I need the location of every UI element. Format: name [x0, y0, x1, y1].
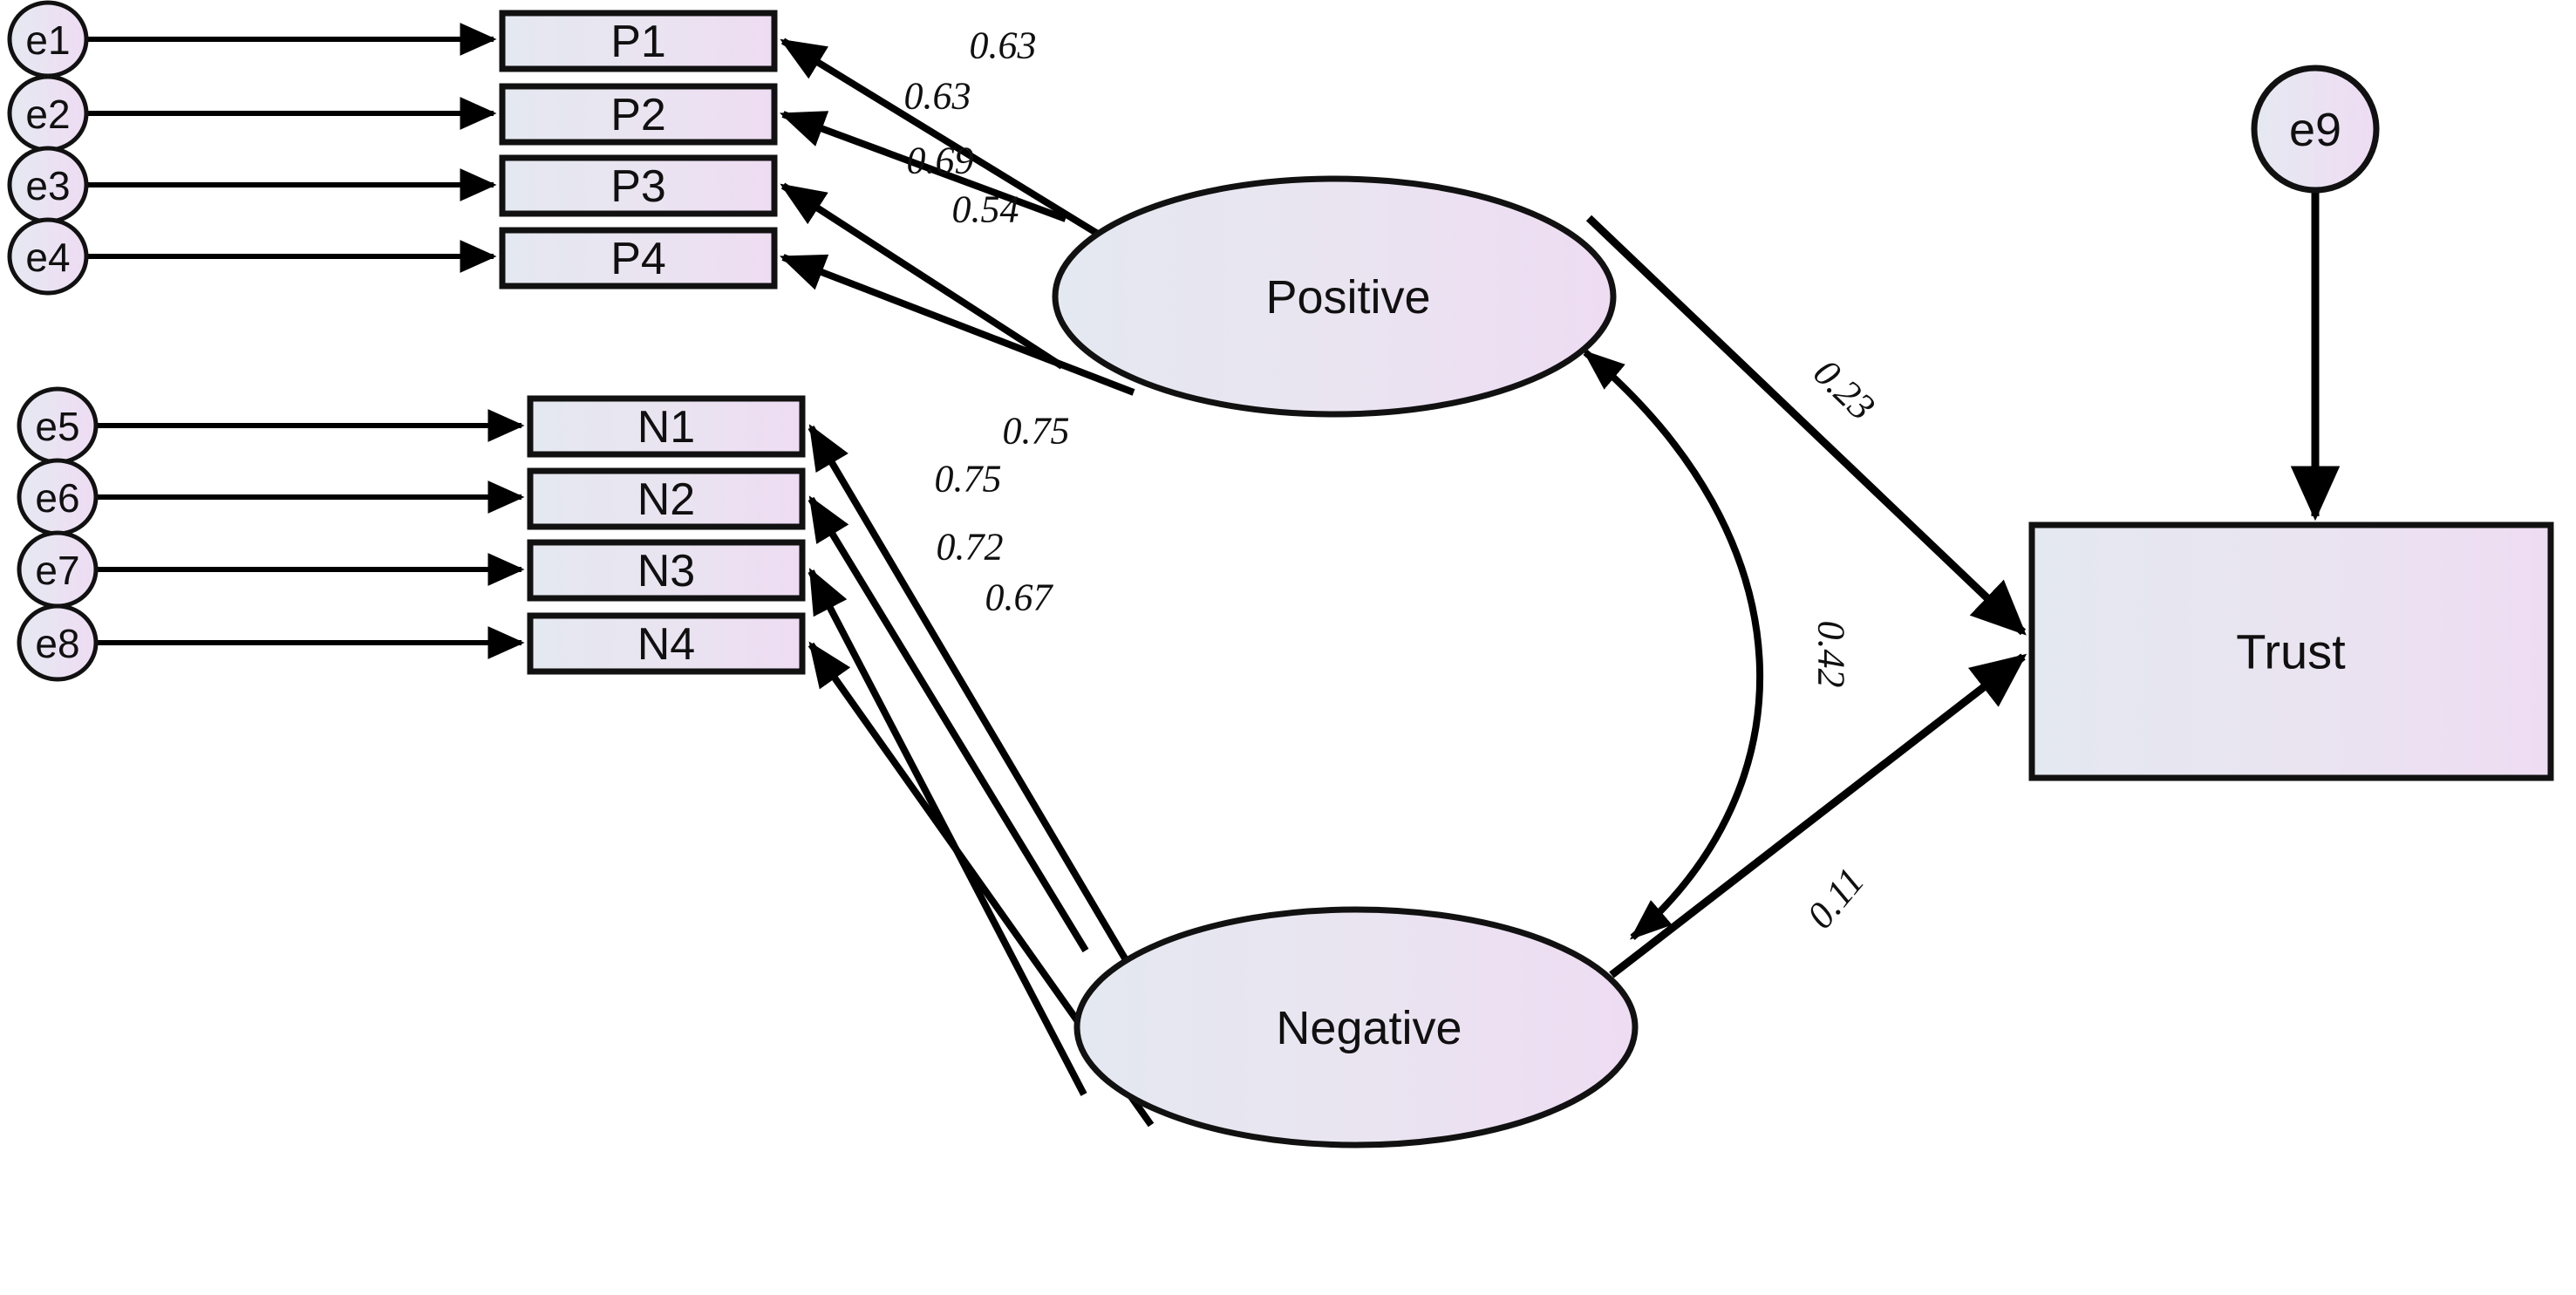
coefficient-label-n4: 0.67: [985, 576, 1054, 619]
indicator-n2[interactable]: N2: [527, 467, 806, 530]
indicator-label-n3: N3: [637, 546, 695, 596]
latent-variable-negative[interactable]: Negative: [1073, 906, 1639, 1148]
loading-path-group-positive: [779, 37, 1135, 396]
error-term-e8[interactable]: e8: [17, 603, 99, 682]
coefficient-label-n1: 0.75: [1003, 410, 1070, 453]
indicator-n4[interactable]: N4: [527, 612, 806, 675]
indicator-p2[interactable]: P2: [499, 83, 778, 146]
error-path-group-positive: [88, 23, 497, 273]
error-label-e6: e6: [35, 475, 79, 521]
structural-path-positive-trust: [1585, 215, 2027, 636]
error-label-e5: e5: [35, 404, 79, 449]
coefficient-label-p2: 0.63: [904, 75, 971, 118]
error-label-e3: e3: [25, 163, 70, 208]
coefficient-label-p1: 0.63: [970, 24, 1037, 67]
indicator-group-positive: P1 P2 P3 P4: [499, 10, 778, 290]
indicator-box-p2[interactable]: [499, 83, 778, 146]
latent-label-negative: Negative: [1276, 1002, 1462, 1054]
indicator-label-n1: N1: [637, 402, 695, 453]
indicator-n1[interactable]: N1: [527, 395, 806, 458]
loading-path-positive-p4: [779, 254, 1135, 396]
indicator-label-p2: P2: [610, 90, 666, 140]
structural-path-negative-trust: [1609, 653, 2027, 978]
indicator-p1[interactable]: P1: [499, 10, 778, 72]
indicator-n3[interactable]: N3: [527, 539, 806, 602]
latent-label-positive: Positive: [1265, 271, 1430, 324]
coefficient-label-covariance: 0.42: [1810, 621, 1853, 688]
error-circle-e9[interactable]: [2251, 65, 2380, 194]
coefficient-label-positive-trust: 0.23: [1805, 351, 1883, 429]
indicator-box-p1[interactable]: [499, 10, 778, 72]
coefficient-label-negative-trust: 0.11: [1799, 860, 1873, 937]
coefficient-label-p4: 0.54: [952, 188, 1019, 231]
error-label-e9: e9: [2289, 104, 2341, 156]
error-label-e4: e4: [25, 235, 70, 280]
coefficient-label-n2: 0.75: [935, 458, 1002, 501]
loading-path-positive-p2: [779, 111, 1067, 222]
loading-path-positive-p3: [780, 182, 1065, 370]
latent-ellipse-positive[interactable]: [1052, 175, 1617, 418]
error-term-e6[interactable]: e6: [17, 458, 99, 536]
indicator-p4[interactable]: P4: [499, 227, 778, 290]
coefficient-label-group-positive: 0.63 0.63 0.69 0.54: [904, 24, 1037, 231]
error-circle-e8[interactable]: [17, 603, 99, 682]
error-term-e1[interactable]: e1: [7, 0, 89, 78]
covariance-path-positive-negative: [1582, 349, 1764, 941]
error-term-e2[interactable]: e2: [7, 74, 89, 153]
error-path-group-negative: [98, 409, 525, 659]
indicator-label-p1: P1: [610, 17, 666, 67]
indicator-box-n4[interactable]: [527, 612, 806, 675]
coefficient-label-group-negative: 0.75 0.75 0.72 0.67: [935, 410, 1070, 619]
indicator-box-p4[interactable]: [499, 227, 778, 290]
loading-path-negative-n2: [808, 495, 1089, 953]
latent-ellipse-negative[interactable]: [1073, 906, 1639, 1148]
error-label-e2: e2: [25, 92, 70, 137]
error-label-e7: e7: [35, 548, 79, 593]
error-label-e8: e8: [35, 621, 79, 666]
indicator-box-n2[interactable]: [527, 467, 806, 530]
error-label-e1: e1: [25, 17, 70, 63]
indicator-box-n1[interactable]: [527, 395, 806, 458]
coefficient-label-n3: 0.72: [937, 526, 1004, 569]
loading-path-positive-p1: [780, 37, 1119, 249]
outcome-label-trust: Trust: [2236, 624, 2346, 679]
indicator-box-p3[interactable]: [499, 154, 778, 217]
error-term-e5[interactable]: e5: [17, 386, 99, 465]
indicator-label-p4: P4: [610, 234, 666, 284]
error-term-e3[interactable]: e3: [7, 146, 89, 224]
error-term-e9[interactable]: e9: [2251, 65, 2380, 194]
indicator-box-n3[interactable]: [527, 539, 806, 602]
loading-path-negative-n1: [808, 424, 1137, 976]
indicator-label-p3: P3: [610, 161, 666, 212]
indicator-p3[interactable]: P3: [499, 154, 778, 217]
indicator-label-n2: N2: [637, 474, 695, 525]
latent-variable-positive[interactable]: Positive: [1052, 175, 1617, 418]
indicator-group-negative: N1 N2 N3 N4: [527, 395, 806, 675]
error-term-group: e1 e2 e3 e4 e5 e6 e7 e8: [7, 0, 2380, 682]
outcome-box-trust[interactable]: [2028, 521, 2554, 781]
outcome-trust[interactable]: Trust: [2028, 521, 2554, 781]
error-term-e4[interactable]: e4: [7, 217, 89, 296]
indicator-label-n4: N4: [637, 619, 695, 670]
coefficient-label-p3: 0.69: [907, 140, 974, 182]
error-term-e7[interactable]: e7: [17, 530, 99, 609]
error-circle-e4[interactable]: [7, 217, 89, 296]
